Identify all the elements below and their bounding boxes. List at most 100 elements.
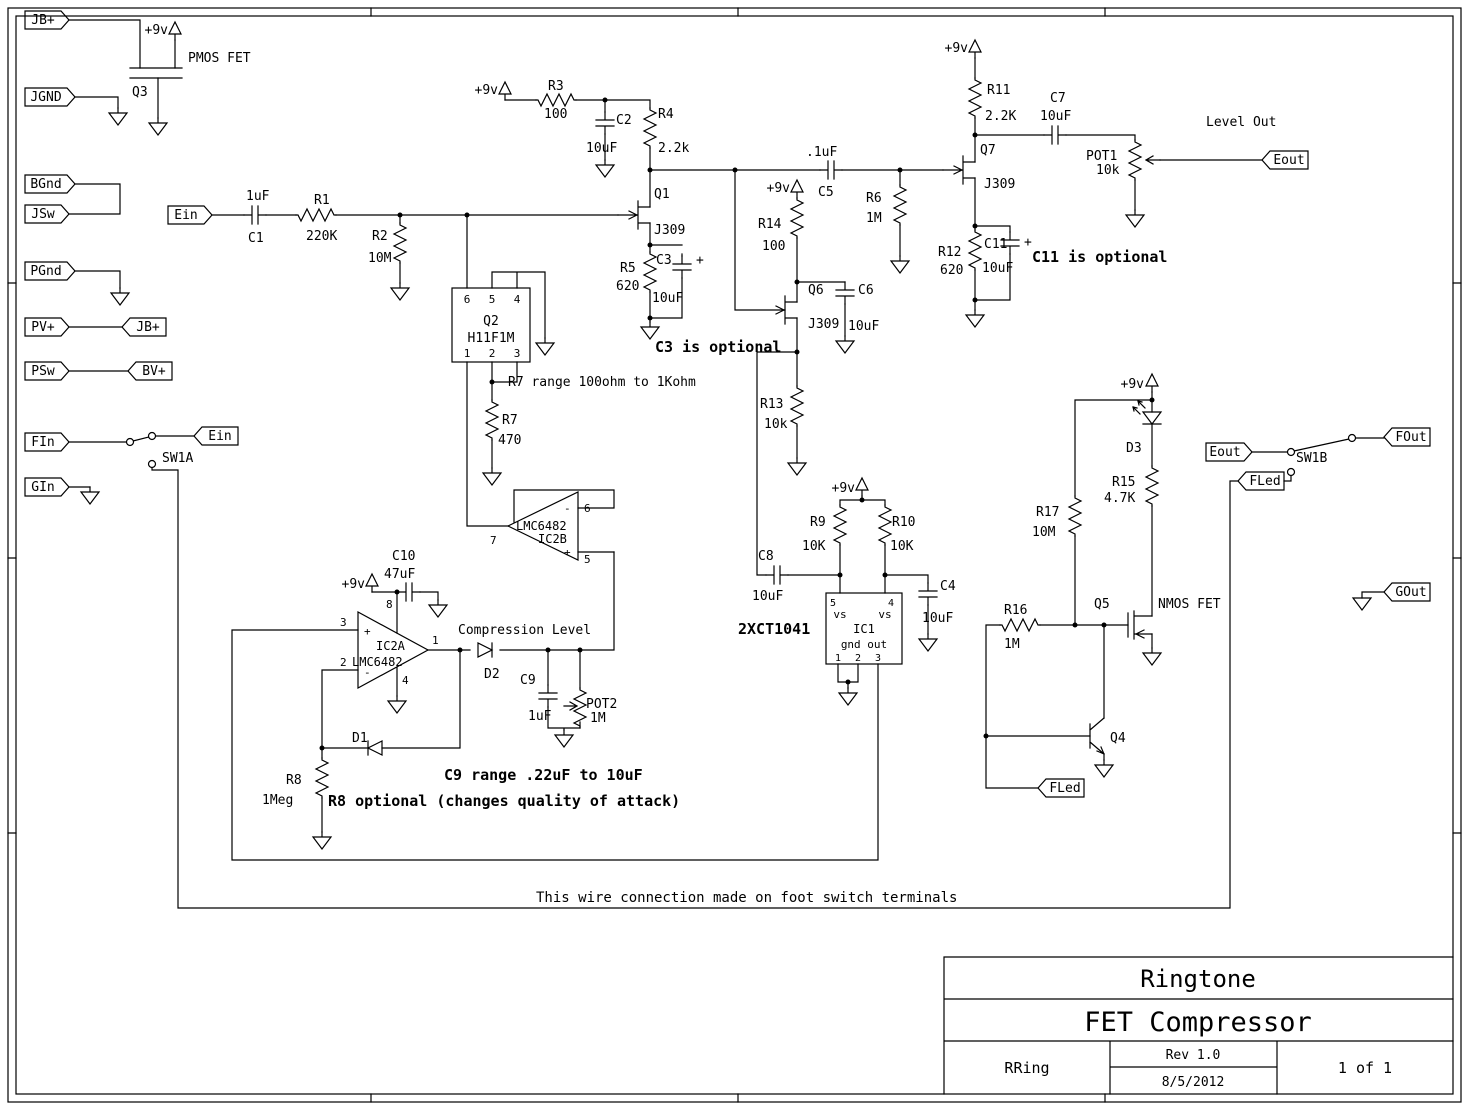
tag-fled-switch-label: FLed — [1249, 474, 1280, 489]
r9-value: 10K — [802, 539, 826, 554]
title-block-sheet: 1 of 1 — [1338, 1059, 1392, 1077]
ground-icon — [1142, 647, 1162, 666]
capacitor-c6: C6 10uF — [835, 281, 879, 334]
ground-icon — [918, 633, 938, 652]
ic2b-pin5: 5 — [584, 553, 591, 566]
r16-value: 1M — [1004, 637, 1020, 652]
ic2b-part: LMC6482 — [516, 519, 567, 533]
c1-value: 1uF — [246, 189, 270, 204]
ground-icon — [387, 695, 407, 714]
resistor-r13: R13 10k — [760, 385, 804, 432]
tag-bv-plus-label: BV+ — [142, 364, 166, 379]
r3-ref: R3 — [548, 79, 564, 94]
c6-ref: C6 — [858, 283, 874, 298]
ground-icon — [890, 255, 910, 274]
v9-label: +9v — [832, 481, 856, 496]
ic1-pin3: 3 — [875, 653, 881, 664]
c10-value: 47uF — [384, 567, 415, 582]
r9-ref: R9 — [810, 515, 826, 530]
ground-icon — [482, 467, 502, 486]
tag-bv-plus — [127, 361, 173, 381]
ground-icon — [1094, 759, 1114, 778]
pot2-ref: POT2 — [586, 697, 617, 712]
tag-jb-plus-2-label: JB+ — [136, 320, 160, 335]
resistor-r10: R10 10K — [878, 504, 915, 554]
ic1-pin5: 5 — [830, 598, 836, 609]
r10-value: 10K — [890, 539, 914, 554]
c11-optional-note: C11 is optional — [1032, 248, 1167, 266]
d1-ref: D1 — [352, 731, 368, 746]
c4-value: 10uF — [922, 611, 953, 626]
r14-value: 100 — [762, 239, 785, 254]
q3-part: PMOS FET — [188, 51, 251, 66]
ic2a-part: LMC6482 — [352, 655, 403, 669]
ic1-pin2: 2 — [855, 653, 861, 664]
annotations: Level Out Compression Level C3 is option… — [328, 115, 1276, 906]
tag-pv-plus-label: PV+ — [31, 320, 55, 335]
c2-ref: C2 — [616, 113, 632, 128]
q2-pin5: 5 — [489, 293, 496, 306]
connector-tags: JB+ JGND BGnd JSw PGnd PV+ JB+ PSw BV+ F… — [24, 10, 1431, 798]
c6-value: 10uF — [848, 319, 879, 334]
transistor-q1: Q1 J309 — [617, 187, 685, 238]
q4-ref: Q4 — [1110, 731, 1126, 746]
r10-ref: R10 — [892, 515, 915, 530]
power-arrows: +9v +9v +9v +9v +9v +9v +9v — [145, 21, 1159, 593]
ground-icon — [554, 729, 574, 748]
r6-value: 1M — [866, 211, 882, 226]
r12-value: 620 — [940, 263, 963, 278]
ic2a-plus: + — [364, 625, 371, 638]
wires — [68, 19, 1385, 909]
ic2a-ref: IC2A — [376, 639, 406, 653]
tag-fled-bottom — [1037, 778, 1085, 798]
ic1-part: 2XCT1041 — [738, 620, 810, 638]
title-block-date: 8/5/2012 — [1162, 1075, 1225, 1090]
v9-arrow-icon — [968, 39, 982, 59]
c5-ref: C5 — [818, 185, 834, 200]
sw1b-label: SW1B — [1296, 451, 1327, 466]
c11-value: 10uF — [982, 261, 1013, 276]
r4-ref: R4 — [658, 107, 674, 122]
tag-gout — [1383, 582, 1431, 602]
tag-jgnd — [24, 87, 76, 107]
c11-plus: + — [1024, 235, 1032, 250]
c3-value: 10uF — [652, 291, 683, 306]
tag-eout-main — [1261, 150, 1309, 170]
resistor-r2: R2 10M — [368, 222, 407, 266]
resistor-r4: R4 2.2k — [643, 107, 689, 156]
ground-icon — [835, 335, 855, 354]
q2-pin6: 6 — [464, 293, 471, 306]
resistor-r9: R9 10K — [802, 504, 847, 554]
ic1-ref: IC1 — [853, 622, 875, 636]
transistor-q7: Q7 J309 — [942, 143, 1015, 192]
c8-value: 10uF — [752, 589, 783, 604]
tag-bgnd-label: BGnd — [30, 177, 61, 192]
r12-ref: R12 — [938, 245, 961, 260]
capacitor-c5: .1uF C5 — [806, 145, 843, 200]
capacitor-c8: C8 10uF — [752, 549, 789, 604]
c5-value: .1uF — [806, 145, 837, 160]
tag-gout-label: GOut — [1395, 585, 1426, 600]
capacitor-c4: C4 10uF — [918, 579, 956, 626]
title-block-author: RRing — [1004, 1059, 1049, 1077]
r5-value: 620 — [616, 279, 639, 294]
d2-ref: D2 — [484, 667, 500, 682]
resistor-r7: R7 470 — [485, 399, 521, 448]
v9-label: +9v — [475, 83, 499, 98]
tag-pgnd — [24, 261, 76, 281]
c11-ref: C11 — [984, 237, 1007, 252]
tag-psw — [24, 361, 70, 381]
r1-value: 220K — [306, 229, 337, 244]
capacitor-c9: C9 1uF — [520, 673, 558, 724]
v9-arrow-icon — [498, 81, 512, 101]
q5-ref: Q5 — [1094, 597, 1110, 612]
v9-label: +9v — [767, 181, 791, 196]
compression-level-label: Compression Level — [458, 623, 591, 638]
q1-part: J309 — [654, 223, 685, 238]
r17-ref: R17 — [1036, 505, 1059, 520]
q1-ref: Q1 — [654, 187, 670, 202]
pot1-ref: POT1 — [1086, 149, 1117, 164]
footswitch-note: This wire connection made on foot switch… — [536, 890, 957, 906]
c10-ref: C10 — [392, 549, 415, 564]
resistor-r17: R17 10M — [1032, 495, 1082, 540]
